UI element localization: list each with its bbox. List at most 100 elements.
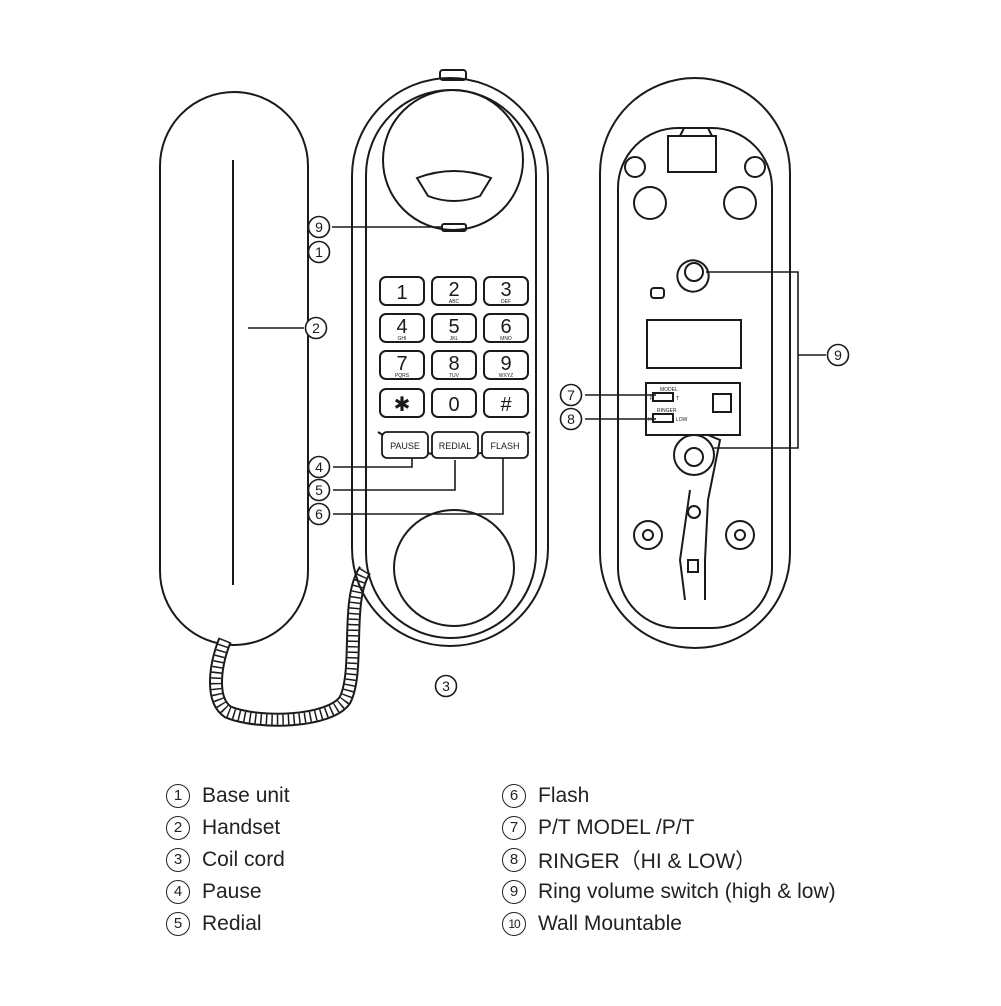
key-digit: ✱: [394, 394, 411, 416]
legend-item: 3 Coil cord: [166, 844, 290, 876]
key-digit: 8: [448, 353, 459, 375]
callout-c6: 6: [307, 502, 331, 526]
switch-labels: MODEL P T RINGER HI LOW: [648, 387, 688, 423]
callout-number: 2: [312, 320, 320, 336]
legend-left-column: 1 Base unit 2 Handset 3 Coil cord 4 Pause 5 Redia…: [166, 780, 290, 940]
ringer-label: RINGER: [657, 408, 677, 414]
key-digit: 2: [448, 279, 459, 301]
key-digit: 4: [396, 316, 407, 338]
callouts: 9 1 2 3 4 5 6 7 8 9: [304, 215, 850, 698]
callout-number: 7: [567, 387, 575, 403]
legend-text: Redial: [202, 912, 262, 935]
callout-number: 6: [315, 506, 323, 522]
callout-c9-back: 9: [826, 343, 850, 367]
pause-key-label: PAUSE: [390, 441, 420, 451]
callout-number: 9: [315, 219, 323, 235]
legend-number: 1: [166, 784, 190, 808]
legend-number: 7: [502, 816, 526, 840]
callout-number: 3: [442, 678, 450, 694]
key-letters: TUV: [449, 373, 460, 379]
t-label: T: [676, 396, 679, 402]
callout-c2: 2: [304, 316, 328, 340]
key-letters: ABC: [449, 299, 460, 305]
pause-key[interactable]: PAUSE: [381, 431, 429, 459]
key-10[interactable]: ✱: [379, 388, 425, 418]
callout-number: 5: [315, 482, 323, 498]
legend-item: 5 Redial: [166, 908, 290, 940]
legend-item: 7 P/T MODEL /P/T: [502, 812, 836, 844]
legend-number: 10: [502, 912, 526, 936]
key-letters: GHI: [398, 336, 407, 342]
redial-key[interactable]: REDIAL: [431, 431, 479, 459]
legend: 1 Base unit 2 Handset 3 Coil cord 4 Pause 5 Redia…: [0, 780, 1001, 950]
key-letters: MNO: [500, 336, 512, 342]
legend-number: 9: [502, 880, 526, 904]
key-digit: #: [500, 394, 512, 416]
callout-c3: 3: [434, 674, 458, 698]
callout-c5: 5: [307, 478, 331, 502]
base-unit-back: [599, 77, 791, 649]
legend-number: 2: [166, 816, 190, 840]
coil-cord: [209, 566, 372, 727]
callout-c7: 7: [559, 383, 583, 407]
flash-key[interactable]: FLASH: [481, 431, 529, 459]
flash-key-label: FLASH: [490, 441, 519, 451]
key-digit: 9: [500, 353, 511, 375]
key-11[interactable]: 0: [431, 388, 477, 418]
model-label: MODEL: [660, 387, 678, 393]
callout-number: 9: [834, 347, 842, 363]
legend-item: 1 Base unit: [166, 780, 290, 812]
handset: [159, 91, 309, 646]
key-letters: DEF: [501, 299, 511, 305]
callout-number: 1: [315, 244, 323, 260]
key-letters: JKL: [450, 336, 459, 342]
legend-text: Wall Mountable: [538, 912, 682, 935]
key-digit: 3: [500, 279, 511, 301]
key-digit: 7: [396, 353, 407, 375]
low-label: LOW: [676, 417, 688, 423]
legend-text: RINGER（HI & LOW）: [538, 850, 757, 873]
legend-number: 5: [166, 912, 190, 936]
redial-key-label: REDIAL: [439, 441, 472, 451]
legend-number: 3: [166, 848, 190, 872]
legend-number: 8: [502, 848, 526, 872]
legend-text: P/T MODEL /P/T: [538, 816, 695, 839]
key-1[interactable]: 1: [379, 276, 425, 306]
legend-text: Pause: [202, 880, 262, 903]
legend-text: Flash: [538, 784, 590, 807]
hi-label: HI: [648, 417, 653, 423]
callout-number: 4: [315, 459, 323, 475]
key-letters: WXYZ: [499, 373, 513, 379]
key-digit: 6: [500, 316, 511, 338]
callout-c9-front: 9: [307, 215, 331, 239]
legend-number: 4: [166, 880, 190, 904]
legend-item: 10 Wall Mountable: [502, 908, 836, 940]
function-keys: PAUSE REDIAL FLASH: [381, 431, 529, 459]
legend-text: Base unit: [202, 784, 290, 807]
callout-c1: 1: [307, 240, 331, 264]
legend-text: Coil cord: [202, 848, 285, 871]
callout-c8: 8: [559, 407, 583, 431]
key-digit: 1: [396, 282, 407, 304]
legend-item: 2 Handset: [166, 812, 290, 844]
callout-c4: 4: [307, 455, 331, 479]
key-12[interactable]: #: [483, 388, 529, 418]
key-digit: 0: [448, 394, 459, 416]
callout-number: 8: [567, 411, 575, 427]
legend-text: Handset: [202, 816, 281, 839]
key-digit: 5: [448, 316, 459, 338]
legend-item: 8 RINGER（HI & LOW）: [502, 844, 836, 876]
